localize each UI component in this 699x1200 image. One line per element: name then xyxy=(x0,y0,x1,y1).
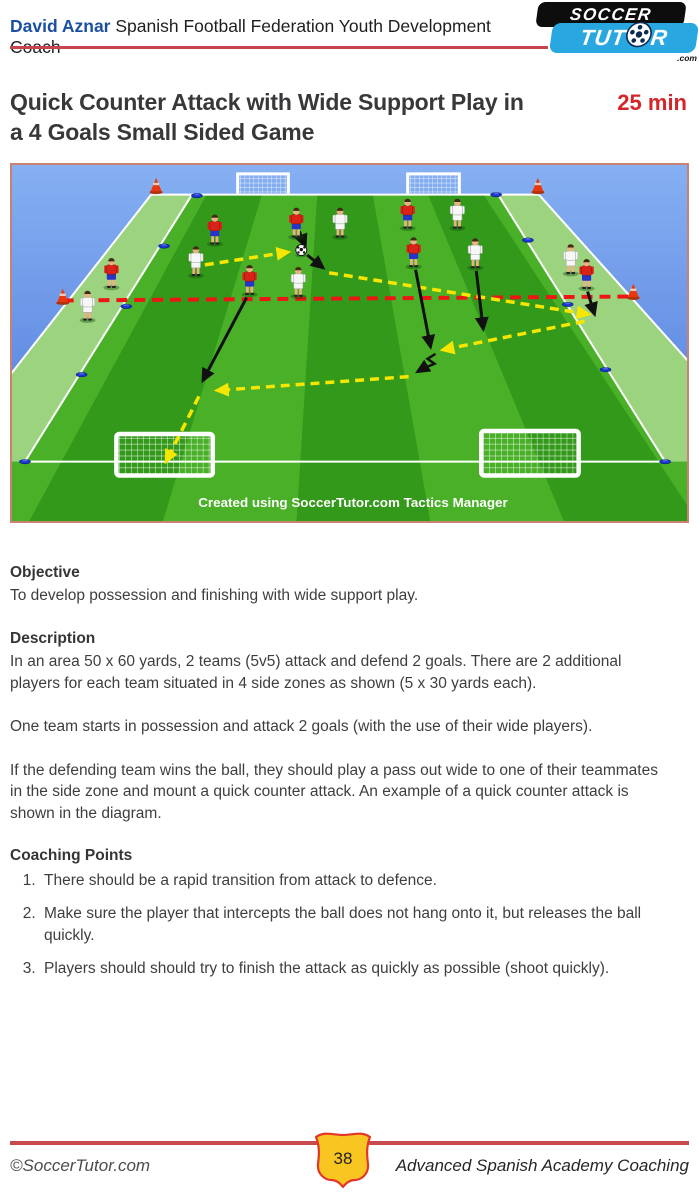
title-line-2: a 4 Goals Small Sided Game xyxy=(10,118,315,145)
section-heading-description: Description xyxy=(10,629,96,647)
cone-red xyxy=(56,288,70,305)
soccer-ball-icon xyxy=(626,21,652,47)
halfway-dashed-line xyxy=(62,294,634,303)
run-arrow xyxy=(306,253,326,270)
diagram-credit: Created using SoccerTutor.com Tactics Ma… xyxy=(198,495,508,510)
footer-edition: Advanced Spanish Academy Coaching xyxy=(395,1156,689,1175)
title-line-1: Quick Counter Attack with Wide Support P… xyxy=(10,89,524,115)
run-arrow xyxy=(201,296,248,384)
header-divider xyxy=(10,46,548,49)
player-white xyxy=(332,207,349,240)
goal-front xyxy=(478,428,581,478)
field-line xyxy=(538,194,687,362)
player-red xyxy=(578,259,595,292)
duration-label: 25 min xyxy=(617,90,687,115)
player-red xyxy=(399,198,416,231)
goal-front xyxy=(114,431,216,478)
pass-arrow xyxy=(439,319,585,355)
logo-tutor-text: TUT R xyxy=(548,21,699,53)
cone-blue xyxy=(75,372,88,378)
content-sections: Objective To develop possession and fini… xyxy=(10,558,670,991)
player-white xyxy=(562,244,579,277)
cone-blue xyxy=(191,193,203,199)
page-number-badge xyxy=(314,1132,372,1189)
page-title: Quick Counter Attack with Wide Support P… xyxy=(10,88,595,148)
ball xyxy=(295,244,308,258)
run-arrow xyxy=(584,291,598,318)
player-white xyxy=(449,198,466,231)
section-heading-objective: Objective xyxy=(10,564,80,581)
logo-tut-text: TUT xyxy=(578,25,628,50)
cone-blue xyxy=(599,367,612,373)
cone-blue xyxy=(490,192,502,198)
run-arrow xyxy=(414,269,436,350)
footer-copyright: ©SoccerTutor.com xyxy=(10,1156,151,1175)
player-red xyxy=(405,237,422,270)
player-red xyxy=(241,264,258,298)
player-red xyxy=(103,258,120,291)
player-red xyxy=(206,214,223,247)
field-line xyxy=(24,194,193,463)
run-arrow xyxy=(474,270,489,333)
player-white xyxy=(187,246,204,279)
goal-back xyxy=(406,172,461,195)
goal-back xyxy=(236,172,290,195)
page-number: 38 xyxy=(333,1149,353,1168)
dribble-arrow xyxy=(415,352,438,374)
description-paragraph-3: If the defending team wins the ball, the… xyxy=(10,761,658,822)
logo-com-text: .com xyxy=(677,53,697,63)
cone-blue xyxy=(158,243,170,249)
cone-red xyxy=(626,283,640,300)
coaching-point-1: There should be a rapid transition from … xyxy=(40,870,670,891)
description-paragraph-1: In an area 50 x 60 yards, 2 teams (5v5) … xyxy=(10,653,622,692)
cone-blue xyxy=(561,301,574,307)
cone-blue xyxy=(659,459,671,465)
page-header: David Aznar Spanish Football Federation … xyxy=(10,16,530,58)
description-paragraph-2: One team starts in possession and attack… xyxy=(10,718,593,736)
run-arrow xyxy=(294,230,308,249)
coaching-point-2: Make sure the player that intercepts the… xyxy=(40,903,670,946)
cone-blue xyxy=(120,303,133,309)
pass-arrow xyxy=(164,395,201,465)
coaching-points-list: There should be a rapid transition from … xyxy=(10,870,670,980)
soccertutor-logo: SOCCER TUT R .com xyxy=(529,2,699,63)
author-name: David Aznar xyxy=(10,16,111,36)
player-white xyxy=(467,238,484,271)
player-red xyxy=(288,207,305,240)
field-line xyxy=(12,194,152,375)
tactics-diagram-svg: Created using SoccerTutor.com Tactics Ma… xyxy=(12,165,687,521)
section-heading-coaching-points: Coaching Points xyxy=(10,847,133,865)
player-white xyxy=(290,266,307,300)
tactics-diagram: Created using SoccerTutor.com Tactics Ma… xyxy=(10,163,689,523)
player-white xyxy=(79,290,96,323)
objective-text: To develop possession and finishing with… xyxy=(10,587,419,605)
coaching-point-3: Players should should try to finish the … xyxy=(40,958,670,979)
cone-blue xyxy=(522,237,534,243)
cone-red xyxy=(531,177,545,195)
cone-blue xyxy=(19,459,31,465)
cone-red xyxy=(149,177,163,195)
side-zone-left xyxy=(12,194,192,462)
pass-arrow xyxy=(213,374,409,397)
